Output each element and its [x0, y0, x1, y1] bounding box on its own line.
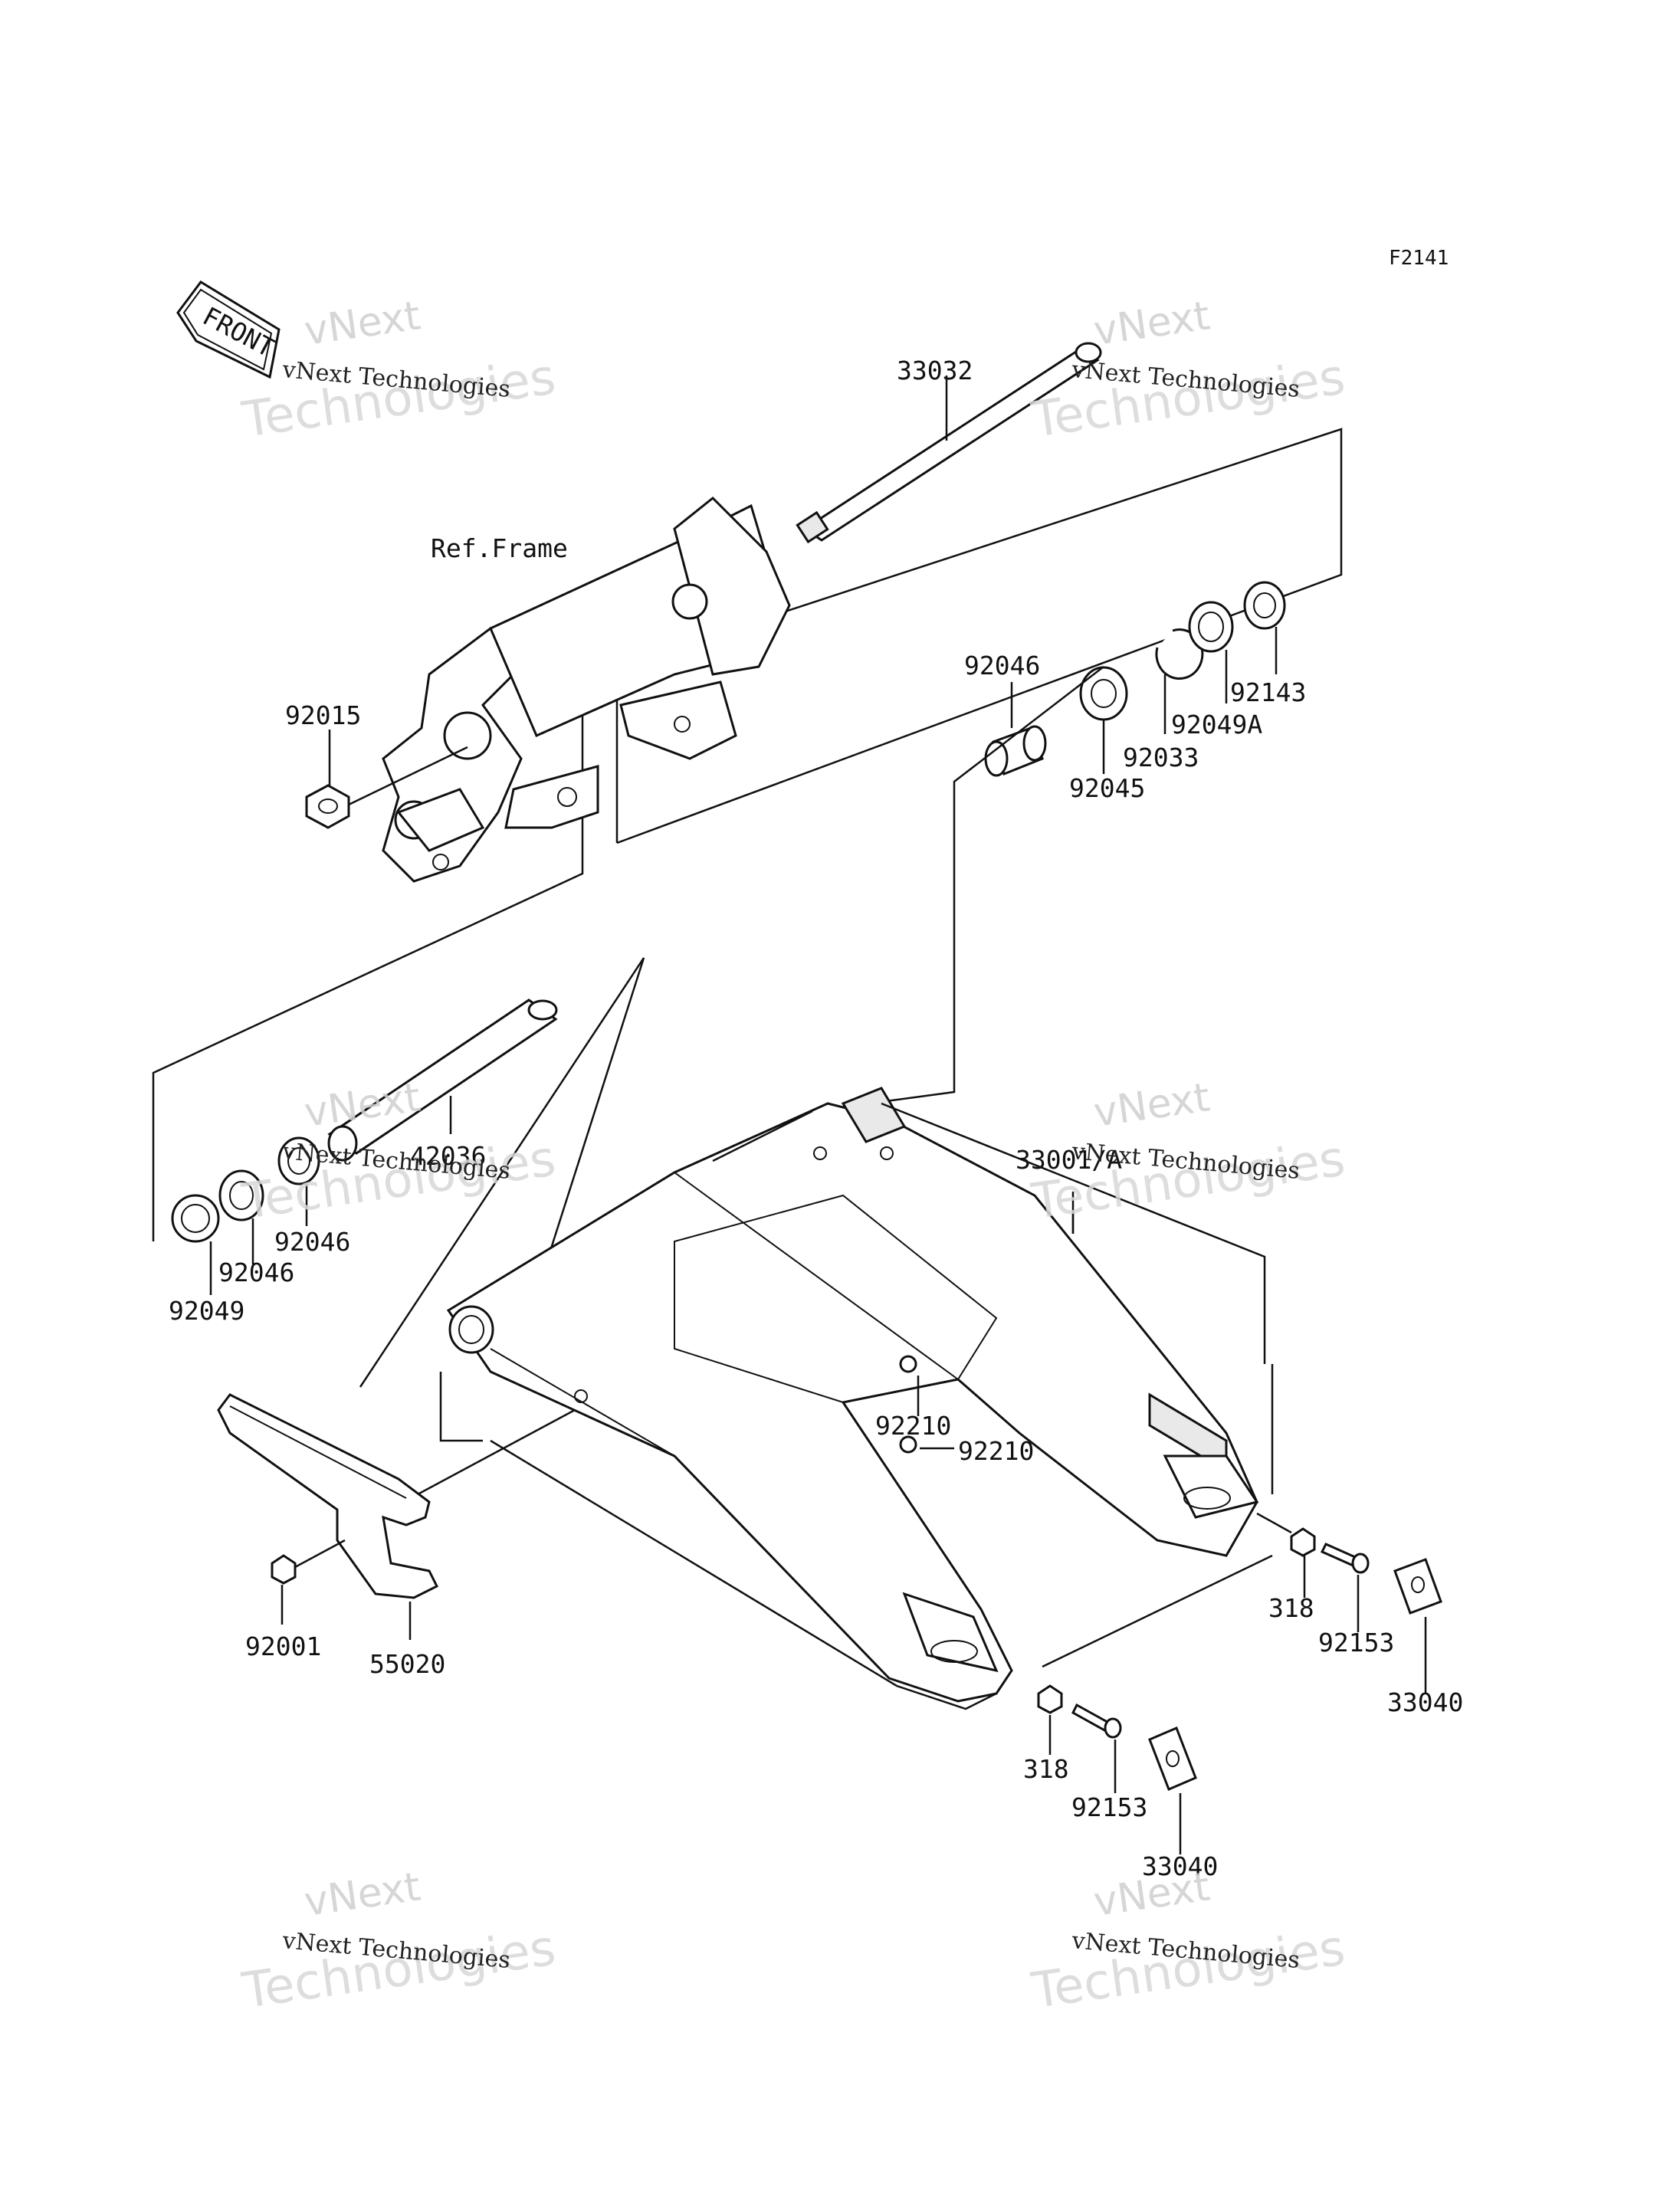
part-318-nut-b [1037, 1684, 1063, 1714]
label-92046-low: 92046 [218, 1258, 294, 1287]
swingarm [446, 1087, 1259, 1703]
svg-text:vNext: vNext [1091, 1074, 1212, 1136]
part-33040-block-a [1393, 1558, 1442, 1615]
part-92153-bolt-b [1071, 1703, 1122, 1739]
part-92015-nut [305, 784, 350, 829]
part-33040-block-b [1148, 1726, 1197, 1791]
part-92143-collar [1243, 581, 1286, 630]
label-92143: 92143 [1230, 677, 1306, 707]
label-42036: 42036 [410, 1141, 486, 1171]
label-92045: 92045 [1069, 773, 1145, 803]
part-92210-grease-fitting-a [899, 1355, 917, 1373]
label-33040-a: 33040 [1387, 1687, 1463, 1717]
part-92153-bolt-a [1320, 1543, 1370, 1574]
watermark-top-left: vNext Technologies vNext Technologies [238, 293, 559, 449]
part-92046-bearing-c [218, 1169, 264, 1221]
label-92046-mid: 92046 [274, 1227, 350, 1257]
figure-id: F2141 [1389, 247, 1449, 270]
label-33040-b: 33040 [1142, 1851, 1218, 1881]
watermark-bottom-right: vNext Technologies vNext Technologies [1028, 1864, 1348, 2020]
part-92046-bearing-b [277, 1136, 320, 1185]
label-92210-b: 92210 [958, 1436, 1034, 1466]
label-92049A: 92049A [1171, 710, 1262, 739]
label-92046-top: 92046 [964, 651, 1040, 680]
part-55020-chain-guide [217, 1393, 439, 1599]
label-92153-a: 92153 [1318, 1628, 1394, 1658]
pivot-shaft [796, 342, 1102, 544]
svg-text:vNext: vNext [1091, 293, 1212, 355]
svg-text:vNext: vNext [1091, 1864, 1212, 1926]
watermark-mid-left: vNext Technologies vNext Technologies [238, 1074, 559, 1231]
label-318-b: 318 [1023, 1754, 1069, 1784]
label-92033: 92033 [1123, 743, 1199, 772]
part-318-nut-a [1290, 1527, 1316, 1557]
part-92045-bearing [1079, 666, 1128, 721]
svg-text:vNext: vNext [301, 1864, 423, 1926]
label-ref-frame: Ref.Frame [431, 533, 568, 563]
watermark-mid-right: vNext Technologies vNext Technologies [1028, 1074, 1348, 1231]
part-92049A-seal [1188, 601, 1234, 653]
watermark-top-right: vNext Technologies vNext Technologies [1028, 293, 1348, 449]
part-92001-bolt [271, 1554, 297, 1585]
label-92001: 92001 [245, 1631, 321, 1661]
label-33032: 33032 [897, 356, 973, 385]
label-92049: 92049 [169, 1296, 244, 1326]
watermark-bottom-left: vNext Technologies vNext Technologies [238, 1864, 559, 2020]
svg-text:vNext: vNext [301, 1074, 423, 1136]
svg-text:vNext: vNext [301, 293, 423, 355]
label-55020: 55020 [369, 1649, 445, 1679]
label-92153-b: 92153 [1071, 1792, 1147, 1822]
label-318-a: 318 [1268, 1593, 1314, 1623]
label-92210-a: 92210 [875, 1411, 951, 1441]
part-92049-seal [171, 1194, 220, 1243]
part-92210-grease-fitting-b [899, 1435, 917, 1454]
label-33001A: 33001/A [1016, 1145, 1122, 1175]
front-arrow-icon: FRONT [176, 280, 281, 379]
part-42036-sleeve [327, 998, 558, 1162]
label-92015: 92015 [285, 700, 361, 730]
